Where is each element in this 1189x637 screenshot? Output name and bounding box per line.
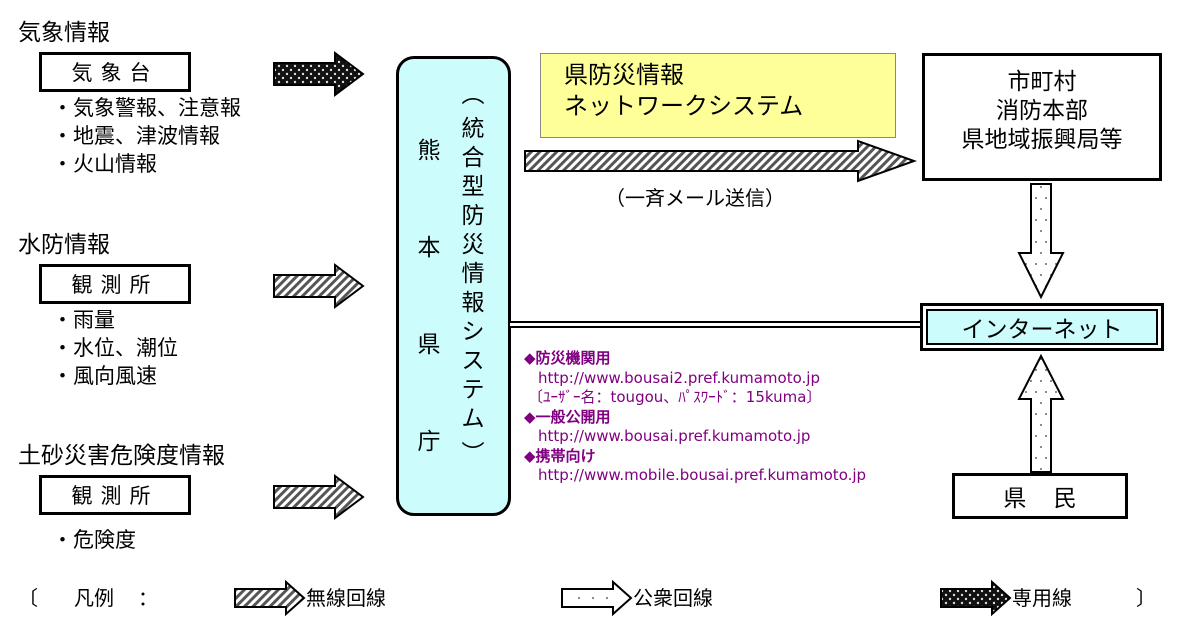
link-url-mobile[interactable]: http://www.mobile.bousai.pref.kumamoto.j…: [538, 466, 867, 484]
kumamoto-prefecture-integrated-system: 熊 本 県 庁 ︵ 統 合 型 防 災 情 報 シ ス テ ム ︶: [396, 56, 511, 516]
list-item: 気象警報、注意報: [52, 94, 241, 122]
link-url-agencies[interactable]: http://www.bousai2.pref.kumamoto.jp: [538, 368, 820, 387]
legend-label-wireless: 無線回線: [306, 586, 386, 610]
link-heading-agencies: 防災機関用: [524, 349, 866, 369]
wireless-line-arrow-flood: [273, 263, 365, 309]
source-box-observatory-landslide: 観測所: [39, 475, 191, 515]
legend-label-public: 公衆回線: [633, 586, 713, 610]
list-item: 風向風速: [52, 362, 178, 390]
internet-label: インターネット: [926, 309, 1158, 345]
dedicated-line-arrow: [273, 51, 365, 97]
vchar: 報: [461, 290, 485, 316]
vchar: ︶: [461, 441, 485, 467]
link-heading-mobile: 携帯向け: [524, 447, 866, 467]
vchar: 熊: [417, 138, 441, 164]
vchar: 情: [461, 261, 485, 287]
section-title-flood: 水防情報: [18, 232, 110, 258]
central-right-column: ︵ 統 合 型 防 災 情 報 シ ス テ ム ︶: [459, 81, 487, 469]
network-system-label: 県防災情報 ネットワークシステム: [540, 53, 896, 138]
wireless-line-arrow-landslide: [273, 474, 365, 520]
legend-title: 凡例: [74, 586, 114, 610]
wireless-line-arrow-broadcast: [524, 139, 917, 183]
source-box-weather-agency: 気象台: [39, 52, 191, 92]
source-items-landslide: 危険度: [52, 526, 136, 554]
public-line-arrow-down: [1017, 183, 1065, 300]
list-item: 雨量: [52, 306, 178, 334]
vchar: 県: [417, 332, 441, 358]
vchar: 庁: [417, 429, 441, 455]
vchar: 合: [461, 145, 485, 171]
legend-label-dedicated: 専用線: [1012, 586, 1072, 610]
section-title-weather: 気象情報: [18, 20, 110, 46]
central-left-column: 熊 本 県 庁: [415, 137, 443, 457]
vchar: シ: [461, 319, 485, 345]
vchar: 型: [461, 174, 485, 200]
broadcast-mail-note: （一斉メール送信）: [605, 186, 785, 210]
list-item: 地震、津波情報: [52, 122, 241, 150]
network-system-line1: 県防災情報: [564, 61, 684, 89]
network-system-line2: ネットワークシステム: [564, 92, 804, 120]
source-box-observatory-flood: 観測所: [39, 264, 191, 304]
municipal-line: 市町村: [1007, 69, 1077, 95]
list-item: 水位、潮位: [52, 334, 178, 362]
link-heading-public: 一般公開用: [524, 408, 866, 428]
legend-public-arrow-icon: [561, 579, 633, 617]
legend-dedicated-arrow-icon: [940, 579, 1012, 617]
vchar: ム: [461, 406, 485, 432]
municipal-line: 県地域振興局等: [961, 127, 1123, 153]
vchar: ス: [461, 348, 485, 374]
connector-double-line: [510, 321, 922, 328]
citizens-box: 県 民: [952, 473, 1128, 519]
source-items-flood: 雨量 水位、潮位 風向風速: [52, 306, 178, 390]
source-items-weather: 気象警報、注意報 地震、津波情報 火山情報: [52, 94, 241, 178]
public-line-arrow-up: [1017, 353, 1065, 473]
legend-close-bracket: 〕: [1136, 586, 1156, 610]
legend-wireless-arrow-icon: [234, 579, 306, 617]
vchar: 防: [461, 203, 485, 229]
list-item: 火山情報: [52, 150, 241, 178]
vchar: 災: [461, 232, 485, 258]
list-item: 危険度: [52, 526, 136, 554]
vchar: 統: [461, 116, 485, 142]
vchar: ︵: [461, 82, 485, 108]
municipal-box: 市町村 消防本部 県地域振興局等: [922, 53, 1162, 181]
link-url-public[interactable]: http://www.bousai.pref.kumamoto.jp: [538, 427, 811, 445]
access-links: 防災機関用 http://www.bousai2.pref.kumamoto.j…: [524, 349, 866, 486]
link-credentials: 〔ﾕｰｻﾞｰ名：tougou、ﾊﾟｽﾜｰﾄﾞ：15kuma〕: [528, 388, 822, 406]
section-title-landslide: 土砂災害危険度情報: [18, 443, 225, 469]
vchar: 本: [417, 235, 441, 261]
legend-open-bracket: 〔: [18, 586, 38, 610]
legend-colon: ：: [138, 586, 158, 610]
internet-box: インターネット: [920, 303, 1164, 351]
vchar: テ: [461, 377, 485, 403]
municipal-line: 消防本部: [996, 98, 1088, 124]
